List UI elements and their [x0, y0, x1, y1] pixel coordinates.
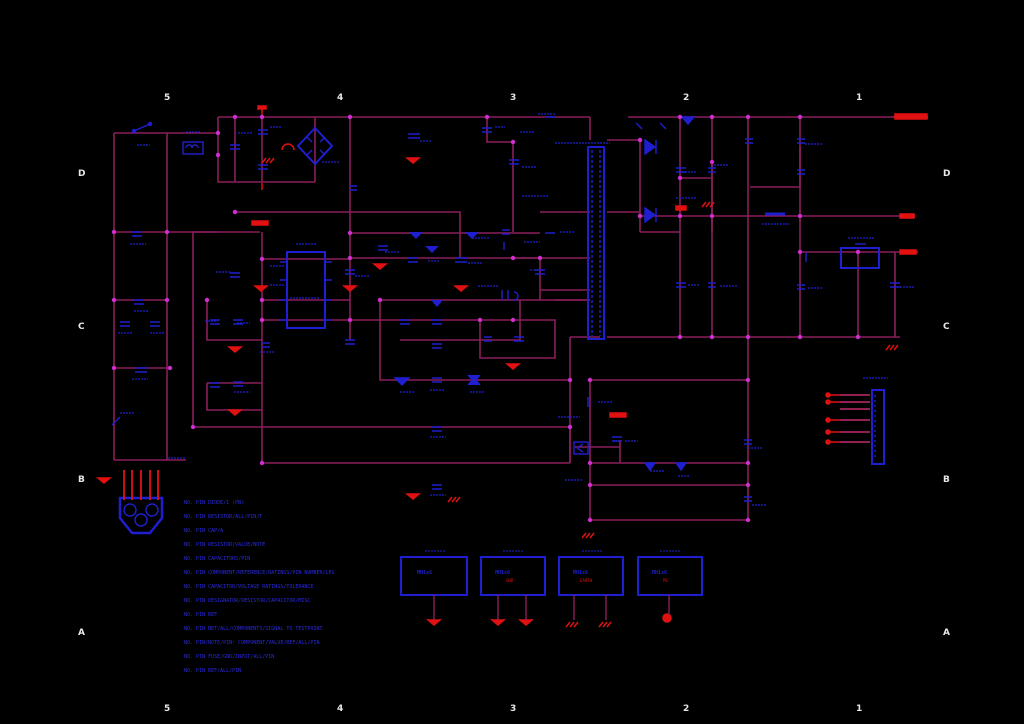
note-line: NO. PIN REF/ALL/PIN: [184, 668, 241, 674]
grid-row-label: D: [943, 169, 950, 179]
ground-symbols: [95, 143, 899, 628]
grid-row-label: C: [943, 322, 950, 332]
note-line: NO. PIN DESIGNATOR/RESISTOR/CAPACITOR/MI…: [184, 598, 310, 604]
grid-row-label: A: [943, 628, 950, 638]
module-title: MH1x6: [573, 570, 588, 576]
grid-row-label: D: [78, 169, 85, 179]
module-title: MH1x6: [652, 570, 667, 576]
grid-column-labels-bottom: 5 4 3 2 1: [164, 704, 862, 714]
grid-col-label: 5: [164, 93, 170, 103]
grid-row-labels-right: D C B A: [943, 169, 950, 638]
grid-row-label: B: [943, 475, 950, 485]
module-title: MH1x6: [495, 570, 510, 576]
junction-dots: [111, 114, 861, 523]
mounting-hole-module: MH1x6 EARTH: [558, 550, 624, 620]
grid-row-label: A: [78, 628, 85, 638]
power-symbols: [251, 105, 928, 418]
grid-col-label: 1: [856, 704, 862, 714]
grid-row-label: C: [78, 322, 85, 332]
mounting-hole-module: MH1x6: [400, 550, 468, 620]
module-subtitle: PE: [663, 578, 668, 583]
note-line: NO. PIN REF: [184, 612, 217, 618]
module-subtitle: EARTH: [580, 578, 593, 583]
note-line: NO. PIN NET/ALL/COMPONENTS/SIGNAL TO TES…: [184, 626, 322, 632]
grid-column-labels-top: 5 4 3 2 1: [164, 93, 862, 103]
components: [111, 116, 900, 535]
note-line: NO. PIN RESISTOR/VALUE/NOTE: [184, 542, 265, 548]
grid-row-label: B: [78, 475, 85, 485]
plug-leads: [123, 470, 159, 500]
note-line: NO. PIN RESISTOR/ALL/PIN/T: [184, 514, 262, 520]
note-line: NO. PIN CAP/A: [184, 528, 223, 534]
module-subtitle: GND: [506, 578, 514, 583]
grid-row-labels-left: D C B A: [78, 169, 85, 638]
part-reference-marks: [118, 113, 914, 506]
connector-stubs: [825, 392, 840, 445]
mounting-hole-module: MH1x6 GND: [480, 550, 546, 620]
grid-col-label: 2: [683, 704, 689, 714]
mounting-hole-modules: MH1x6 MH1x6 GND MH1x6 EARTH MH1x6 PE: [400, 550, 703, 620]
note-line: NO. PIN CAPACITOR/VOLTAGE RATINGS/TOLERA…: [184, 584, 313, 590]
module-title: MH1x6: [417, 570, 432, 576]
grid-col-label: 3: [510, 704, 516, 714]
note-line: NO. PIN CAPACITORS/PIN: [184, 556, 250, 562]
grid-col-label: 3: [510, 93, 516, 103]
grid-col-label: 4: [337, 704, 343, 714]
mounting-hole-module: MH1x6 PE: [637, 550, 703, 615]
grid-col-label: 2: [683, 93, 689, 103]
note-line: NO. PIN/NOTE/PIN: COMPONENT/VALUE/REF/AL…: [184, 640, 319, 646]
note-line: NO. PIN DIODE/1 (PB): [184, 500, 244, 506]
note-line: NO. PIN COMPONENT/REFERENCE/RATINGS/PIN …: [184, 570, 335, 576]
grid-col-label: 5: [164, 704, 170, 714]
grid-col-label: 1: [856, 93, 862, 103]
notes-list: NO. PIN DIODE/1 (PB) NO. PIN RESISTOR/AL…: [184, 500, 335, 674]
grid-col-label: 4: [337, 93, 343, 103]
note-line: NO. PIN FUSE/GND/INPUT/ALL/PIN: [184, 654, 274, 660]
wire-network: [113, 116, 900, 521]
